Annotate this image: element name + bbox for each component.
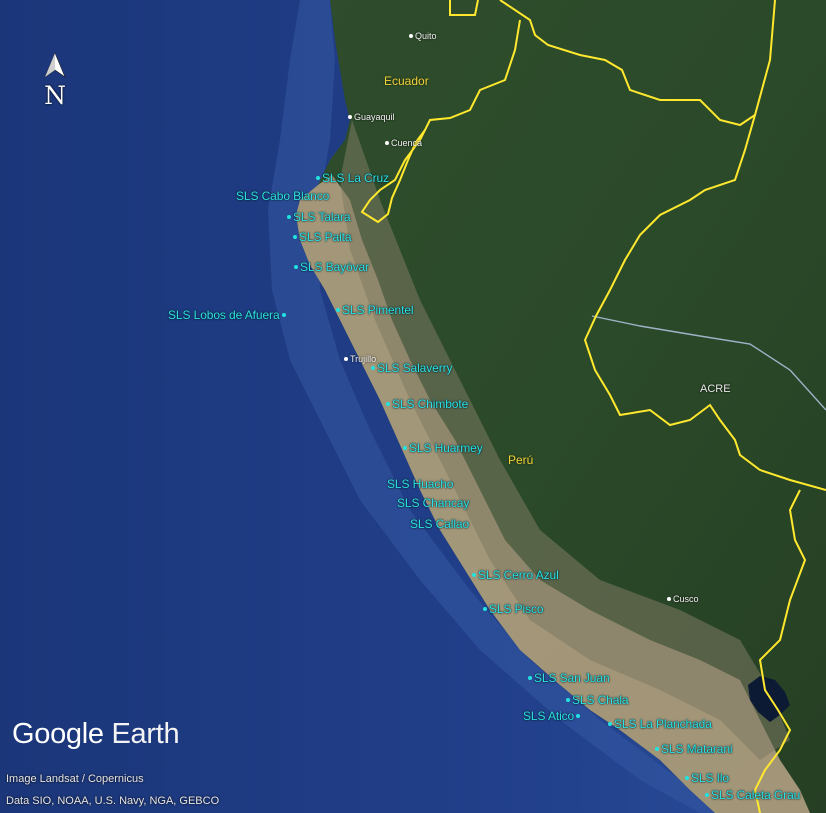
- north-arrow-icon: [44, 52, 66, 78]
- border-ecuador-colombia: [499, 0, 776, 127]
- station-san-juan[interactable]: SLS San Juan: [528, 671, 610, 685]
- north-letter: N: [44, 81, 66, 110]
- station-marker-icon: [472, 573, 476, 577]
- north-indicator: N: [38, 52, 72, 110]
- region-label-acre: ACRE: [700, 383, 731, 395]
- station-salaverry[interactable]: SLS Salaverry: [371, 361, 453, 375]
- station-chancay[interactable]: SLS Chancay: [397, 496, 470, 510]
- city-cusco[interactable]: Cusco: [667, 594, 699, 604]
- logo-word-earth: Earth: [111, 718, 180, 750]
- station-huarmey[interactable]: SLS Huarmey: [403, 441, 483, 455]
- city-dot: [344, 357, 348, 361]
- station-bayovar[interactable]: SLS Bayóvar: [294, 260, 369, 274]
- station-caleta-grau[interactable]: SLS Caleta Grau: [705, 788, 800, 802]
- country-label-ecuador: Ecuador: [384, 74, 429, 88]
- station-marker-icon: [685, 776, 689, 780]
- city-cuenca[interactable]: Cuenca: [385, 138, 422, 148]
- station-marker-icon: [483, 607, 487, 611]
- station-marker-icon: [576, 714, 581, 718]
- city-dot: [385, 141, 389, 145]
- station-marker-icon: [566, 698, 570, 702]
- continental-shelf: [268, 0, 740, 813]
- data-credit: Data SIO, NOAA, U.S. Navy, NGA, GEBCO: [6, 795, 220, 807]
- state-line: [591, 315, 826, 411]
- station-la-planchada[interactable]: SLS La Planchada: [608, 717, 712, 731]
- station-marker-icon: [386, 402, 390, 406]
- station-marker-icon: [608, 722, 612, 726]
- station-matarani[interactable]: SLS Matarani: [655, 742, 733, 756]
- station-marker-icon: [528, 676, 532, 680]
- lake-titicaca: [748, 676, 790, 722]
- station-marker-icon: [316, 176, 320, 180]
- station-marker-icon: [403, 446, 407, 450]
- logo-word-google: Google: [12, 718, 104, 750]
- station-marker-icon: [281, 313, 286, 317]
- station-marker-icon: [294, 265, 298, 269]
- station-chimbote[interactable]: SLS Chimbote: [386, 397, 468, 411]
- andes-ridge: [340, 120, 790, 760]
- border-top-left: [449, 0, 479, 16]
- station-la-cruz[interactable]: SLS La Cruz: [316, 171, 389, 185]
- border-ecuador-peru: [583, 114, 826, 491]
- station-ilo[interactable]: SLS Ilo: [685, 771, 729, 785]
- city-guayaquil[interactable]: Guayaquil: [348, 112, 395, 122]
- station-marker-icon: [287, 215, 291, 219]
- station-cerro-azul[interactable]: SLS Cerro Azul: [472, 568, 559, 582]
- google-earth-logo: Google Earth: [12, 718, 180, 751]
- station-cabo-blanco[interactable]: SLS Cabo Blanco: [236, 189, 330, 203]
- city-dot: [667, 597, 671, 601]
- station-pimentel[interactable]: SLS Pimentel: [336, 303, 414, 317]
- station-marker-icon: [705, 793, 709, 797]
- land-mass: [296, 0, 826, 813]
- city-trujillo[interactable]: Trujillo: [344, 354, 376, 364]
- station-paita[interactable]: SLS Paita: [293, 230, 352, 244]
- city-quito[interactable]: Quito: [409, 31, 437, 41]
- station-marker-icon: [371, 366, 375, 370]
- station-marker-icon: [293, 235, 297, 239]
- station-marker-icon: [336, 308, 340, 312]
- station-chala[interactable]: SLS Chala: [566, 693, 629, 707]
- country-label-peru: Perú: [508, 453, 534, 467]
- station-callao[interactable]: SLS Callao: [410, 517, 470, 531]
- station-lobos-de-afuera[interactable]: SLS Lobos de Afuera: [168, 308, 286, 322]
- station-talara[interactable]: SLS Talara: [287, 210, 351, 224]
- city-dot: [409, 34, 413, 38]
- station-pisco[interactable]: SLS Pisco: [483, 602, 544, 616]
- station-marker-icon: [655, 747, 659, 751]
- city-dot: [348, 115, 352, 119]
- border-ecuador-south: [360, 19, 521, 224]
- imagery-credit: Image Landsat / Copernicus: [6, 773, 144, 785]
- border-peru-bolivia: [753, 489, 807, 813]
- station-huacho[interactable]: SLS Huacho: [387, 477, 454, 491]
- station-atico[interactable]: SLS Atico: [523, 709, 581, 723]
